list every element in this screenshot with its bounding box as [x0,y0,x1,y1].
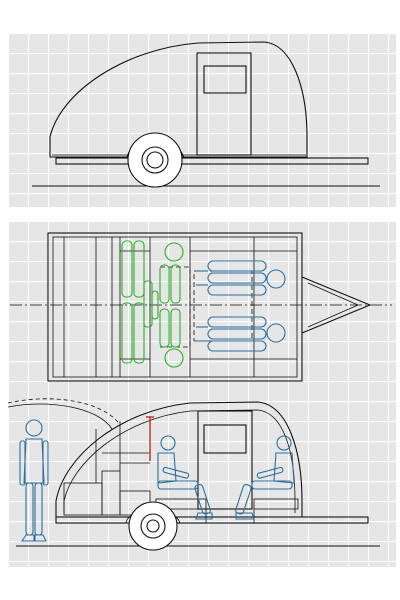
standing-person-figure [19,419,49,542]
red-marker-line [146,416,154,461]
door [196,52,252,156]
section-body-outline [55,401,303,518]
plan-and-section-drawing [8,232,392,551]
seated-person-right [235,435,295,520]
side-elevation-panel [8,33,396,207]
tongue-drawbar [301,276,371,334]
side-elevation-drawing [32,41,380,188]
section-wheel [125,501,181,551]
plan-interior-walls [63,237,297,377]
section-door [197,410,253,510]
plan-and-section-panel [8,221,396,567]
plan-body-outline [47,232,303,382]
plan-bed-outline [160,266,253,348]
seated-person-middle [157,435,213,520]
hatch-open-arc [8,398,121,430]
door-window [203,65,247,94]
chassis-frame [55,157,369,165]
galley-cabinets [63,421,151,516]
wheel [127,132,183,188]
plan-figure-blue-lower [196,316,286,352]
plan-figure-green [121,240,184,368]
trailer-body-outline [49,41,308,158]
plan-figure-blue-upper [196,260,286,296]
